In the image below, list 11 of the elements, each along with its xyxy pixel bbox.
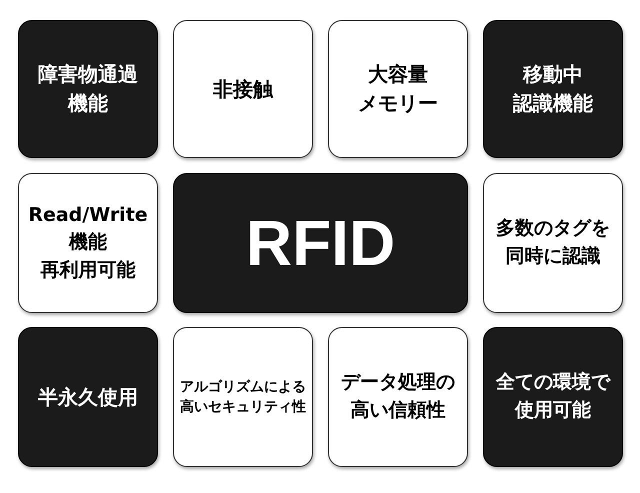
feature-box: 非接触 — [173, 20, 313, 158]
feature-box: Read/Write機能再利用可能 — [18, 173, 158, 313]
title-box: RFID — [173, 173, 468, 313]
feature-box: 半永久使用 — [18, 327, 158, 467]
feature-box: 全ての環境で使用可能 — [483, 327, 623, 467]
feature-box: 移動中認識機能 — [483, 20, 623, 158]
feature-box: 障害物通過機能 — [18, 20, 158, 158]
feature-box: 多数のタグを同時に認識 — [483, 173, 623, 313]
feature-box: 大容量メモリー — [328, 20, 468, 158]
feature-box: アルゴリズムによる高いセキュリティ性 — [173, 327, 313, 467]
feature-box: データ処理の高い信頼性 — [328, 327, 468, 467]
